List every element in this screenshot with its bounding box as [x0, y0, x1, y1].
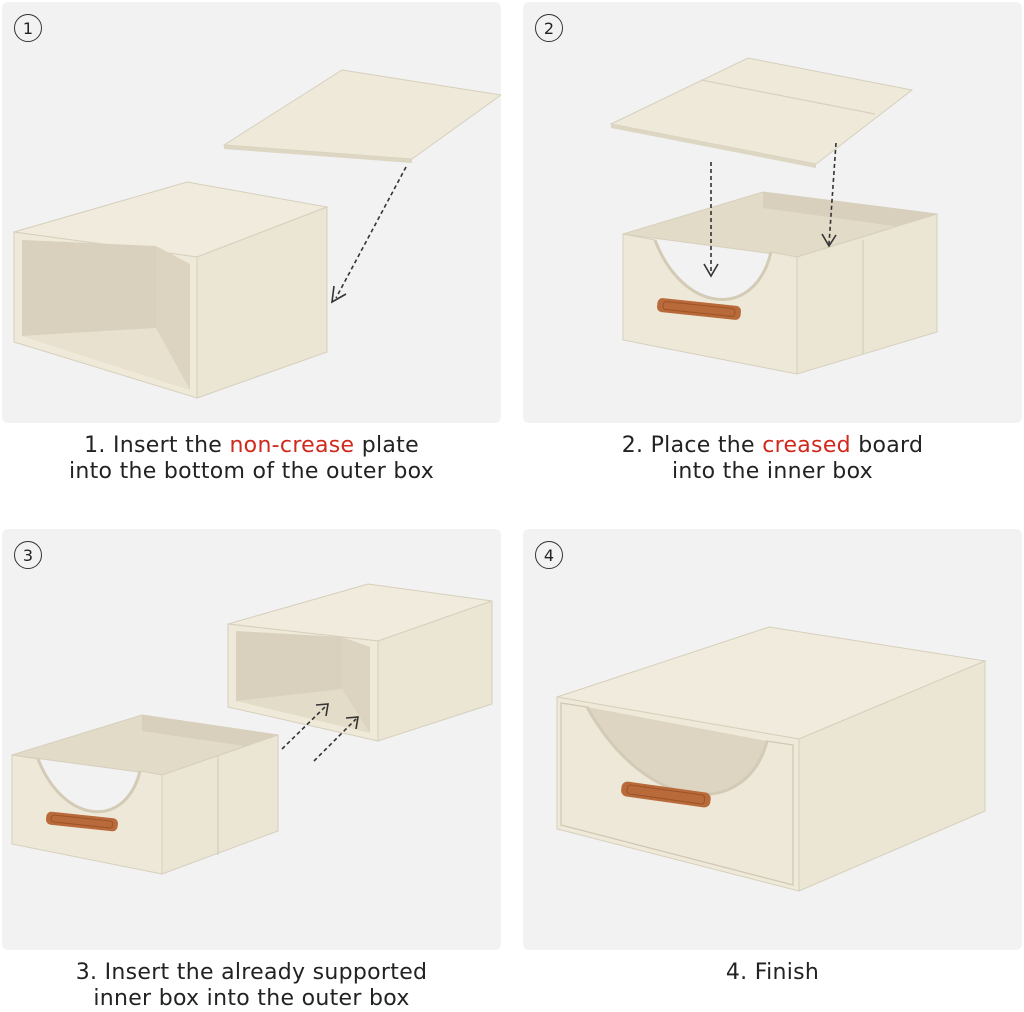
place-arrows — [703, 142, 837, 278]
inner-box-image — [622, 191, 938, 375]
insert-arrow — [331, 166, 407, 304]
step-3-illustration — [11, 583, 493, 875]
inner-box-image — [11, 714, 279, 875]
step-4-illustration — [556, 626, 987, 892]
finished-box-image — [556, 626, 987, 892]
step-1-badge: 1 — [14, 14, 42, 42]
creased-board-image — [609, 57, 914, 168]
step-4-caption: 4. Finish — [523, 960, 1022, 986]
step-1-caption-line-2: into the bottom of the outer box — [68, 459, 435, 484]
step-2-caption-line-2: into the inner box — [672, 459, 873, 484]
step-1-panel: 1 — [2, 2, 501, 423]
step-2-caption-line-1: 2. Place the creased board — [621, 433, 924, 458]
step-2-badge: 2 — [535, 14, 563, 42]
step-1-illustration — [13, 69, 501, 399]
step-1-caption: 1. Insert the non-crease plate into the … — [2, 433, 501, 485]
step-1-caption-line-1: 1. Insert the non-crease plate — [84, 433, 419, 458]
step-2-caption: 2. Place the creased board into the inne… — [523, 433, 1022, 485]
step-3-caption-line-1: 3. Insert the already supported — [75, 960, 428, 985]
step-3-caption: 3. Insert the already supported inner bo… — [2, 960, 501, 1012]
step-4-caption-line-1: 4. Finish — [725, 960, 820, 985]
insert-arrows — [281, 703, 359, 762]
step-3-badge: 3 — [14, 541, 42, 569]
creased-highlight: creased — [762, 433, 851, 458]
step-3-panel: 3 — [2, 529, 501, 950]
non-crease-highlight: non-crease — [229, 433, 355, 458]
step-4-badge: 4 — [535, 541, 563, 569]
step-3-caption-line-2: inner box into the outer box — [93, 986, 410, 1011]
step-2-illustration — [609, 57, 938, 375]
outer-box-image — [227, 583, 493, 742]
step-2-panel: 2 — [523, 2, 1022, 423]
non-crease-plate-image — [222, 69, 501, 163]
outer-box-image — [13, 181, 329, 399]
step-4-panel: 4 — [523, 529, 1022, 950]
